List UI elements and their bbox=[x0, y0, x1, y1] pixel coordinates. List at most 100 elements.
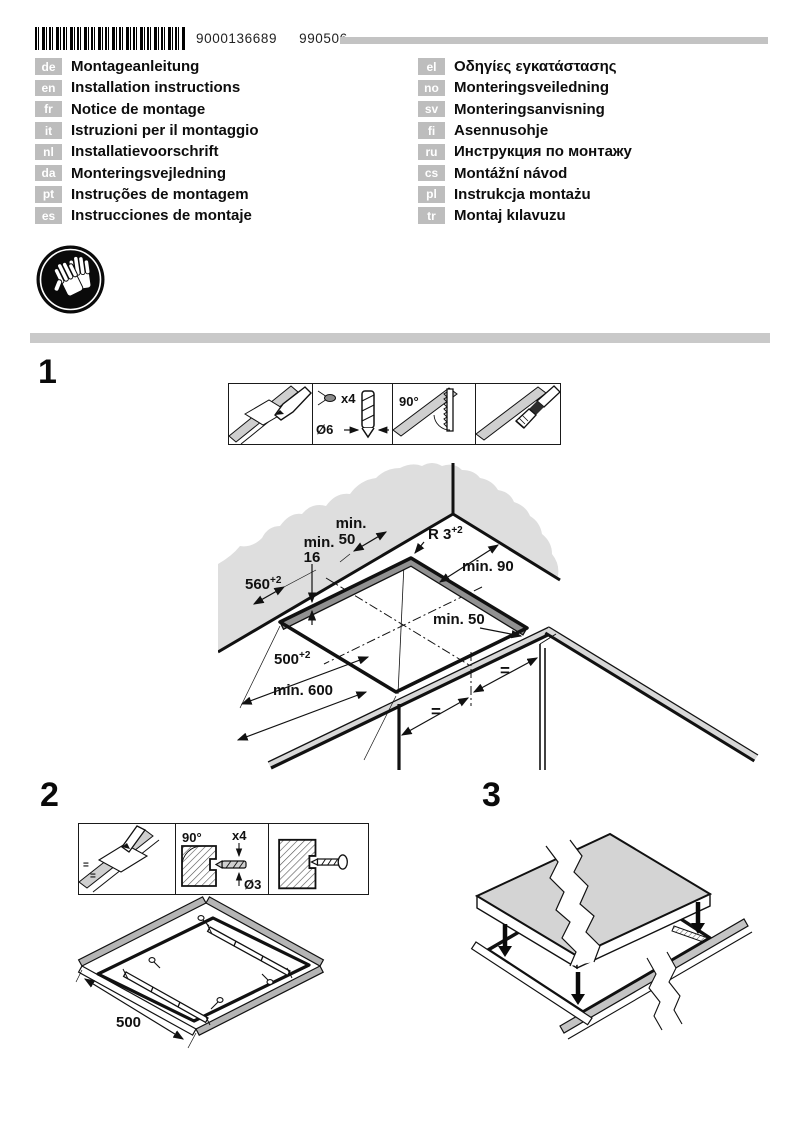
panel-apply-sealant bbox=[476, 384, 561, 444]
rear-band-left bbox=[77, 896, 207, 967]
section-divider bbox=[30, 333, 770, 343]
language-list-right: el Οδηγίες εγκατάστασης no Monteringsveile… bbox=[418, 56, 632, 226]
drill-bit-icon bbox=[361, 390, 375, 439]
dim-side-min: min. 90 bbox=[462, 558, 514, 575]
rear-band-right bbox=[205, 896, 325, 967]
worktop-cross-section bbox=[278, 838, 317, 890]
dim-equal-right: = bbox=[500, 661, 510, 680]
pencil-icon bbox=[121, 825, 146, 853]
diameter-label: Ø3 bbox=[244, 877, 261, 892]
dim-equal-left: = bbox=[431, 702, 441, 721]
lang-code-tag: pl bbox=[418, 186, 445, 203]
step2-instruction-strip: = = 90° x4 bbox=[78, 823, 369, 895]
lang-title: Οδηγίες εγκατάστασης bbox=[454, 58, 617, 76]
left-edge-band bbox=[470, 941, 593, 1026]
hob-insertion-drawing bbox=[470, 832, 753, 1040]
dim-rim-min-line2: 16 bbox=[304, 549, 321, 566]
dimension-lines bbox=[236, 531, 539, 761]
diameter-label: Ø6 bbox=[316, 422, 333, 437]
lang-title: Инструкция по монтажу bbox=[454, 143, 632, 161]
dim-worktop-depth: min. 600 bbox=[273, 682, 333, 699]
lang-code-tag: fi bbox=[418, 122, 445, 139]
drill-bit-icon bbox=[214, 859, 247, 870]
lang-title: Istruzioni per il montaggio bbox=[71, 122, 259, 140]
wall-background bbox=[218, 463, 559, 652]
dim-front-min: min. 50 bbox=[433, 611, 485, 628]
lang-code-tag: nl bbox=[35, 143, 62, 161]
lang-title: Montážní návod bbox=[454, 164, 568, 182]
lang-title: Instrukcja montażu bbox=[454, 185, 591, 203]
angle-label: 90° bbox=[399, 394, 419, 409]
part-number: 9000136689 bbox=[196, 31, 278, 46]
lang-title: Monteringsvejledning bbox=[71, 164, 227, 182]
bracket-mounting-drawing: 500 bbox=[75, 896, 325, 1049]
panel-mark-bracket-positions: = = bbox=[79, 824, 176, 894]
lang-code-tag: cs bbox=[418, 164, 445, 182]
count-label: x4 bbox=[341, 391, 356, 406]
lang-title: Notice de montage bbox=[71, 100, 206, 118]
angle-label: 90° bbox=[182, 830, 202, 845]
step-3-number: 3 bbox=[482, 776, 501, 814]
header-bar bbox=[340, 37, 768, 44]
lang-title: Montaj kılavuzu bbox=[454, 207, 566, 225]
panel-drill-holes: x4 Ø6 bbox=[313, 384, 393, 444]
equal-mark-a: = bbox=[83, 860, 89, 871]
panel-mark-cutout bbox=[229, 384, 313, 444]
dim-corner-radius: R 3+2 bbox=[428, 525, 463, 543]
lang-code-tag: it bbox=[35, 122, 62, 139]
mounting-rail-right bbox=[206, 923, 293, 979]
lang-row-el: el Οδηγίες εγκατάστασης bbox=[418, 56, 632, 77]
screws bbox=[148, 915, 274, 1010]
step-1-number: 1 bbox=[38, 353, 57, 391]
pencil-icon bbox=[274, 386, 312, 421]
lang-title: Installation instructions bbox=[71, 79, 241, 97]
front-band-right bbox=[195, 965, 325, 1037]
cutout-dimension-drawing: min. 50 min. 16 R 3+2 min. 90 min. 50 56… bbox=[218, 463, 759, 770]
barcode bbox=[35, 27, 185, 50]
dim-cutout-width: 560+2 bbox=[245, 575, 282, 593]
lang-code-tag: en bbox=[35, 79, 62, 97]
panel-fasten-screws bbox=[269, 824, 366, 894]
insert-arrows bbox=[498, 902, 705, 1005]
worktop-right-edge bbox=[545, 627, 758, 761]
saw-blade-icon bbox=[443, 388, 454, 432]
front-band bbox=[559, 918, 749, 1034]
lang-row-fr: fr Notice de montage bbox=[35, 99, 259, 120]
lang-code-tag: sv bbox=[418, 100, 445, 118]
brush-icon bbox=[515, 385, 561, 429]
lang-code-tag: no bbox=[418, 79, 445, 97]
lang-code-tag: da bbox=[35, 164, 62, 182]
step1-instruction-strip: x4 Ø6 90° bbox=[228, 383, 561, 445]
equal-mark-b: = bbox=[90, 871, 96, 882]
dim-rail-distance: 500 bbox=[116, 1014, 141, 1031]
lang-row-cs: cs Montážní návod bbox=[418, 162, 632, 183]
wear-gloves-icon bbox=[36, 245, 105, 314]
dim-rear-min-line1: min. bbox=[336, 515, 367, 532]
lang-code-tag: el bbox=[418, 58, 445, 75]
worktop-cross-section bbox=[181, 845, 217, 887]
lang-code-tag: fr bbox=[35, 100, 62, 118]
dim-rear-min-line2: 50 bbox=[339, 531, 356, 548]
lang-row-en: en Installation instructions bbox=[35, 77, 259, 98]
screw-icon bbox=[310, 854, 348, 870]
drill-hole-icon bbox=[324, 394, 336, 402]
lang-title: Monteringsanvisning bbox=[454, 100, 605, 118]
dim-rim-min-line1: min. bbox=[304, 534, 335, 551]
lang-title: Montageanleitung bbox=[71, 58, 200, 76]
step-2-number: 2 bbox=[40, 776, 59, 814]
lang-row-da: da Monteringsvejledning bbox=[35, 162, 259, 183]
lang-title: Monteringsveiledning bbox=[454, 79, 610, 97]
lang-row-no: no Monteringsveiledning bbox=[418, 77, 632, 98]
wall-corner bbox=[218, 463, 561, 654]
panel-saw-cutout: 90° bbox=[393, 384, 476, 444]
